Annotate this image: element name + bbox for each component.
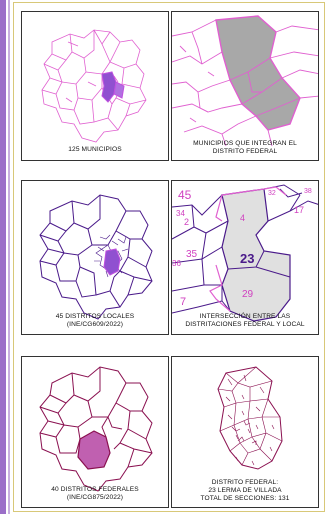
map-distritos-federales bbox=[39, 366, 153, 492]
panel-interseccion: 45 34 2 4 17 32 38 35 36 23 29 7 INTERSE… bbox=[171, 180, 319, 335]
caption-line: DISTRITO FEDERAL bbox=[212, 148, 278, 155]
panel-caption: 125 MUNICIPIOS bbox=[68, 146, 122, 153]
map-distrito-23-secciones bbox=[217, 366, 283, 470]
map-interseccion: 45 34 2 4 17 32 38 35 36 23 29 7 bbox=[172, 184, 318, 322]
panel-caption: DISTRITO FEDERAL: 23 LERMA DE VILLADA TO… bbox=[174, 479, 316, 503]
district-label: 35 bbox=[186, 249, 198, 260]
caption-line: DISTRITACIONES FEDERAL Y LOCAL bbox=[185, 321, 305, 328]
panel-caption: MUNICIPIOS QUE INTEGRAN EL DISTRITO FEDE… bbox=[174, 140, 316, 156]
caption-line: MUNICIPIOS QUE INTEGRAN EL bbox=[193, 140, 297, 147]
district-label: 45 bbox=[178, 188, 192, 202]
map-distritos-locales bbox=[39, 194, 153, 320]
caption-line: 40 DISTRITOS FEDERALES bbox=[51, 486, 139, 493]
panel-125-municipios: 125 MUNICIPIOS bbox=[21, 11, 169, 161]
district-label: 32 bbox=[268, 190, 276, 197]
district-label: 7 bbox=[180, 296, 186, 308]
panel-caption: 45 DISTRITOS LOCALES (INE/CG609/2022) bbox=[24, 313, 166, 329]
map-sheet: 125 MUNICIPIOS bbox=[13, 2, 325, 512]
highlighted-area bbox=[77, 430, 111, 470]
district-fill bbox=[215, 15, 301, 131]
district-fill bbox=[221, 188, 291, 322]
side-strip-inner bbox=[8, 0, 10, 514]
district-label: 2 bbox=[184, 217, 189, 227]
highlighted-area bbox=[101, 71, 125, 103]
side-strip bbox=[0, 0, 6, 514]
highlighted-area bbox=[103, 248, 121, 276]
caption-line: 23 LERMA DE VILLADA bbox=[208, 487, 282, 494]
district-label: 38 bbox=[304, 188, 312, 195]
panel-distritos-federales: 40 DISTRITOS FEDERALES (INE/CG875/2022) bbox=[21, 356, 169, 508]
map-125-municipios bbox=[41, 29, 147, 143]
panel-distritos-locales: 45 DISTRITOS LOCALES (INE/CG609/2022) bbox=[21, 180, 169, 335]
caption-line: (INE/CG875/2022) bbox=[66, 494, 124, 501]
federal-boundary bbox=[209, 186, 287, 312]
district-label: 4 bbox=[240, 213, 245, 223]
district-label: 17 bbox=[294, 205, 304, 215]
district-label: 36 bbox=[172, 259, 181, 268]
caption-line: TOTAL DE SECCIONES: 131 bbox=[200, 495, 290, 502]
caption-line: (INE/CG609/2022) bbox=[66, 321, 124, 328]
map-municipios-distrito bbox=[172, 15, 318, 147]
panel-municipios-distrito: MUNICIPIOS QUE INTEGRAN EL DISTRITO FEDE… bbox=[171, 11, 319, 161]
caption-line: 45 DISTRITOS LOCALES bbox=[55, 313, 135, 320]
caption-line: INTERSECCIÓN ENTRE LAS bbox=[199, 313, 291, 320]
panel-caption: 40 DISTRITOS FEDERALES (INE/CG875/2022) bbox=[24, 486, 166, 502]
panel-distrito-23: DISTRITO FEDERAL: 23 LERMA DE VILLADA TO… bbox=[171, 356, 319, 508]
panel-caption: INTERSECCIÓN ENTRE LAS DISTRITACIONES FE… bbox=[174, 313, 316, 329]
district-label: 29 bbox=[242, 289, 254, 300]
district-label: 23 bbox=[240, 251, 254, 266]
district-label: 34 bbox=[176, 209, 185, 218]
caption-line: DISTRITO FEDERAL: bbox=[211, 479, 279, 486]
